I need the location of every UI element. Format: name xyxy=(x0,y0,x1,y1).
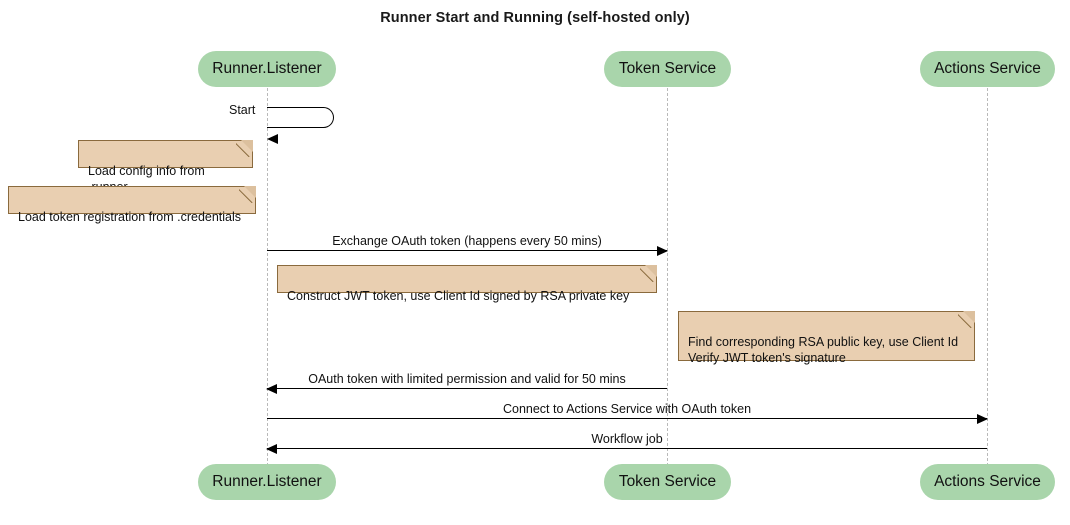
note-verify-jwt-signature-text: Find corresponding RSA public key, use C… xyxy=(688,335,959,365)
note-fold-edge-icon xyxy=(239,186,256,203)
participant-token-service-bottom[interactable]: Token Service xyxy=(604,464,731,500)
message-start-selfloop xyxy=(267,107,334,128)
participant-actions-service-top[interactable]: Actions Service xyxy=(920,51,1055,87)
message-oauth-token-response-arrowhead xyxy=(266,383,277,394)
note-fold-edge-icon xyxy=(236,140,253,157)
message-exchange-oauth-token-arrowhead xyxy=(657,245,668,256)
note-construct-jwt-token: Construct JWT token, use Client Id signe… xyxy=(277,265,657,303)
note-fold-edge-icon xyxy=(640,265,657,282)
note-load-token-registration-text: Load token registration from .credential… xyxy=(18,210,242,224)
participant-token-service-top[interactable]: Token Service xyxy=(604,51,731,87)
message-workflow-job-label: Workflow job xyxy=(591,432,663,446)
participant-runner-listener-top[interactable]: Runner.Listener xyxy=(198,51,336,87)
note-construct-jwt-token-text: Construct JWT token, use Client Id signe… xyxy=(287,289,630,303)
note-fold-edge-icon xyxy=(958,311,975,328)
message-connect-actions-service-arrowhead xyxy=(977,413,988,424)
lifeline-runner-listener xyxy=(267,88,268,466)
message-exchange-oauth-token xyxy=(267,245,668,256)
note-load-token-registration: Load token registration from .credential… xyxy=(8,186,256,224)
participant-actions-service-bottom[interactable]: Actions Service xyxy=(920,464,1055,500)
note-load-config-info: Load config info from .runner xyxy=(78,140,253,194)
message-oauth-token-response-label: OAuth token with limited permission and … xyxy=(308,372,626,386)
message-start-arrowhead xyxy=(267,133,278,144)
message-exchange-oauth-token-label: Exchange OAuth token (happens every 50 m… xyxy=(332,234,602,248)
lifeline-actions-service xyxy=(987,88,988,466)
message-connect-actions-service-label: Connect to Actions Service with OAuth to… xyxy=(502,402,752,416)
message-workflow-job-arrowhead xyxy=(266,443,277,454)
lifeline-token-service xyxy=(667,88,668,466)
message-oauth-token-response xyxy=(266,383,667,394)
participant-runner-listener-bottom[interactable]: Runner.Listener xyxy=(198,464,336,500)
message-workflow-job xyxy=(266,443,987,454)
note-verify-jwt-signature: Find corresponding RSA public key, use C… xyxy=(678,311,975,365)
diagram-title: Runner Start and Running (self-hosted on… xyxy=(380,10,690,26)
message-start-label: Start xyxy=(229,103,256,117)
message-connect-actions-service xyxy=(267,413,988,424)
